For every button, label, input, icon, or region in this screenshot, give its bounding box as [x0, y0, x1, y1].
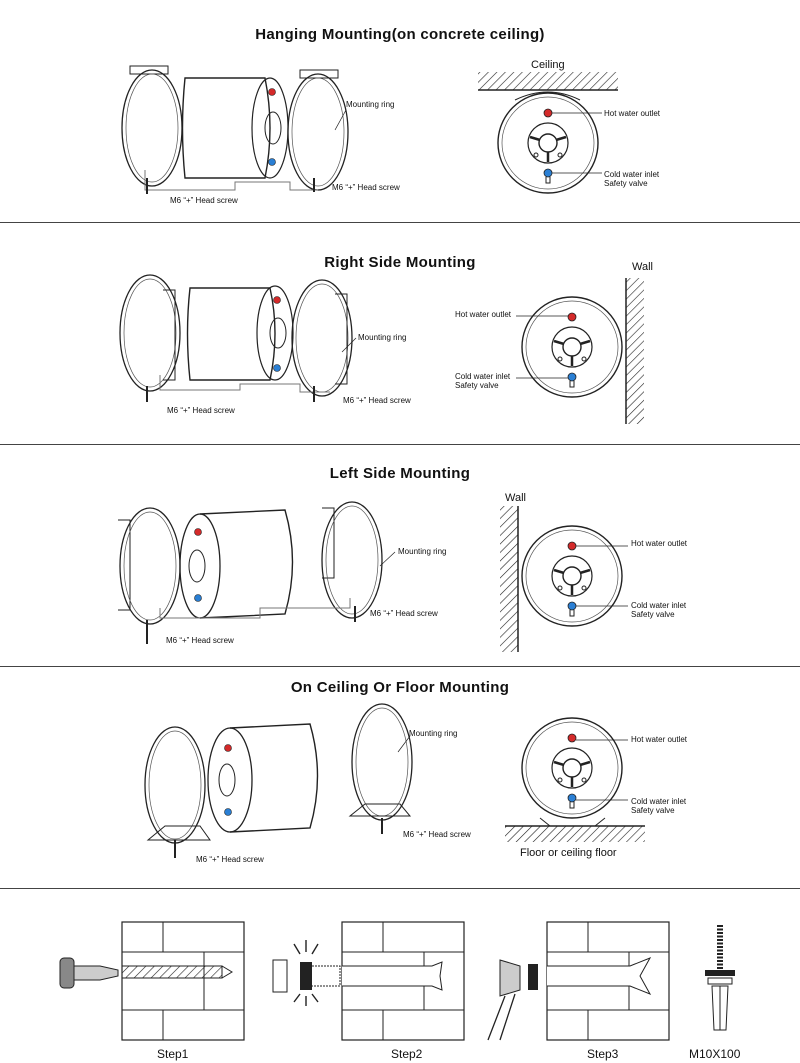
- left-hot-label: Hot water outlet: [631, 539, 688, 548]
- section-title-right: Right Side Mounting: [324, 254, 476, 271]
- floor-screw-right-label: M6 “+” Head screw: [403, 830, 471, 839]
- left-cold-label: Cold water inlet: [631, 601, 687, 610]
- hanging-mounting-ring-label: Mounting ring: [346, 100, 395, 109]
- hanging-screw-left-label: M6 “+” Head screw: [170, 196, 238, 205]
- left-side-front-view: [500, 506, 628, 652]
- right-side-front-view: [516, 278, 644, 424]
- left-mounting-ring-label: Mounting ring: [398, 547, 447, 556]
- hanging-surface-label: Ceiling: [531, 59, 565, 71]
- panel-hanging: [0, 0, 800, 223]
- right-cold-label: Cold water inlet: [455, 372, 511, 381]
- right-mounting-ring-label: Mounting ring: [358, 333, 407, 342]
- step1-label: Step1: [157, 1047, 189, 1061]
- bolt-size-label: M10X100: [689, 1047, 741, 1061]
- section-title-floor: On Ceiling Or Floor Mounting: [290, 679, 510, 696]
- right-side-view: [119, 274, 357, 402]
- hanging-cold-label: Cold water inlet: [604, 170, 660, 179]
- floor-side-view: [144, 703, 413, 858]
- floor-cold-label: Cold water inlet: [631, 797, 687, 806]
- floor-safety-label: Safety valve: [631, 806, 675, 815]
- right-screw-right-label: M6 “+” Head screw: [343, 396, 411, 405]
- section-title-hanging: Hanging Mounting(on concrete ceiling): [255, 26, 545, 43]
- left-screw-left-label: M6 “+” Head screw: [166, 636, 234, 645]
- hanging-safety-label: Safety valve: [604, 179, 648, 188]
- left-screw-right-label: M6 “+” Head screw: [370, 609, 438, 618]
- left-safety-label: Safety valve: [631, 610, 675, 619]
- step1-illustration: [59, 921, 245, 1041]
- right-safety-label: Safety valve: [455, 381, 499, 390]
- panel-ceiling-floor: [0, 667, 800, 889]
- right-screw-left-label: M6 “+” Head screw: [167, 406, 235, 415]
- floor-surface-label: Floor or ceiling floor: [520, 847, 617, 859]
- floor-screw-left-label: M6 “+” Head screw: [196, 855, 264, 864]
- hanging-front-view: [478, 72, 618, 195]
- floor-front-view: [505, 716, 645, 842]
- hanging-side-view: [121, 65, 349, 194]
- right-surface-label: Wall: [632, 261, 653, 273]
- step2-label: Step2: [391, 1047, 423, 1061]
- step3-illustration: [487, 921, 670, 1041]
- left-surface-label: Wall: [505, 492, 526, 504]
- panel-left-side: [0, 445, 800, 667]
- floor-hot-label: Hot water outlet: [631, 735, 688, 744]
- hanging-screw-right-label: M6 “+” Head screw: [332, 183, 400, 192]
- step3-label: Step3: [587, 1047, 619, 1061]
- floor-mounting-ring-label: Mounting ring: [409, 729, 458, 738]
- step2-illustration: [272, 921, 465, 1041]
- hanging-hot-label: Hot water outlet: [604, 109, 661, 118]
- panel-right-side: [0, 223, 800, 445]
- right-hot-label: Hot water outlet: [455, 310, 512, 319]
- left-side-view: [118, 501, 396, 644]
- section-title-left: Left Side Mounting: [329, 465, 471, 482]
- m10-bolt-illustration: [705, 925, 735, 1031]
